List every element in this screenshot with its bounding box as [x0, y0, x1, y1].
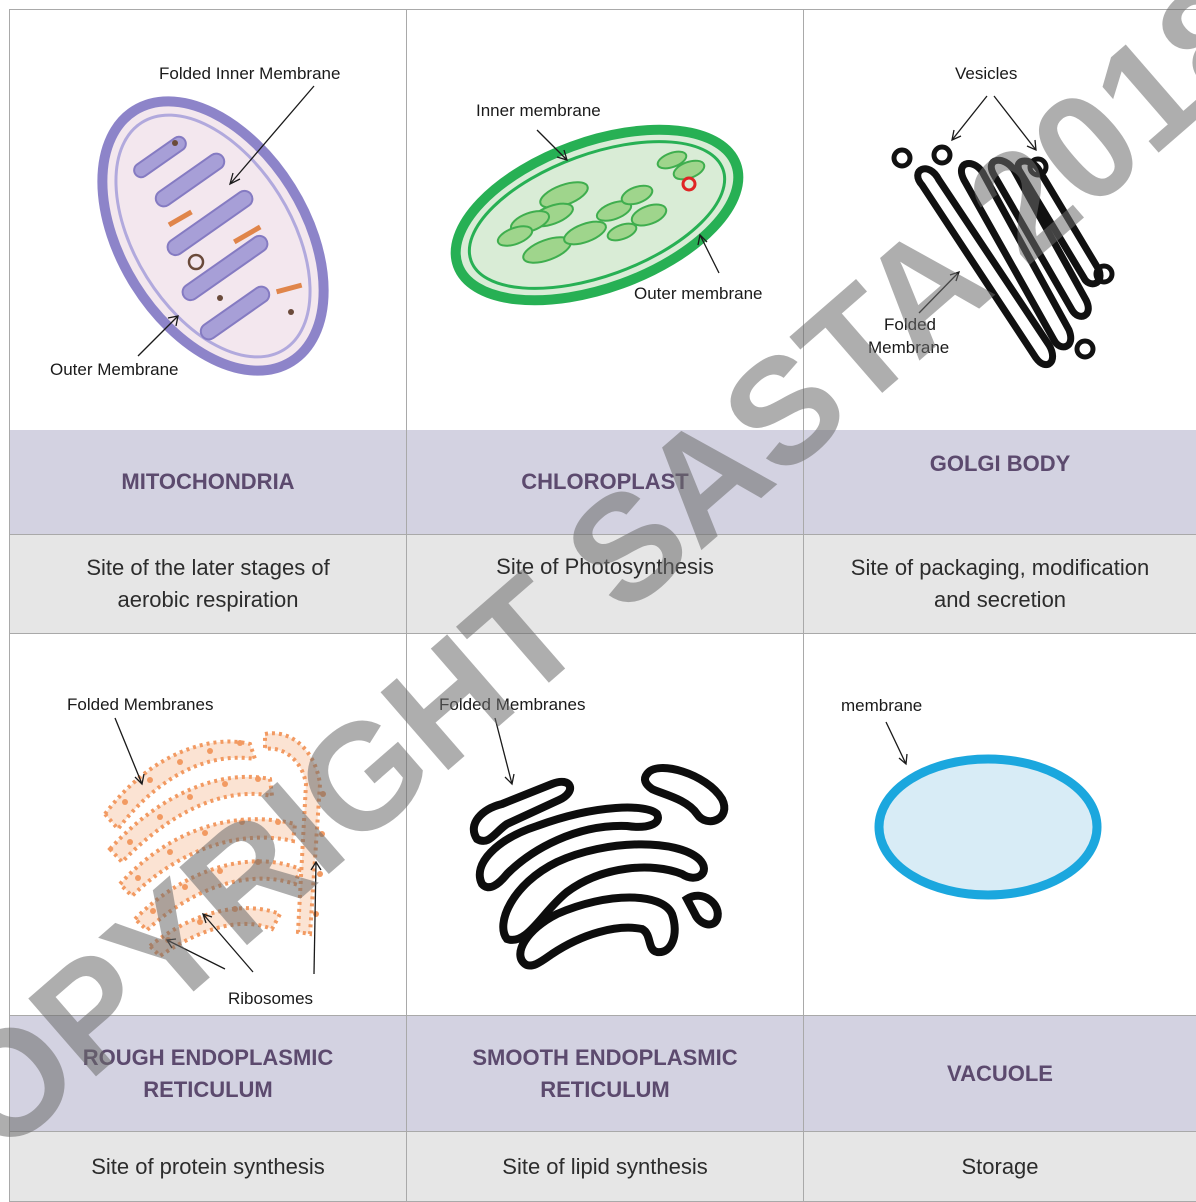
organelle-name-mitochondria: MITOCHONDRIA: [101, 466, 314, 498]
organelle-name-smooth-er-line-2: RETICULUM: [472, 1074, 737, 1106]
label-folded: Folded: [884, 315, 936, 334]
name-cell-golgi: GOLGI BODY: [804, 430, 1196, 535]
organelle-name-golgi: GOLGI BODY: [910, 448, 1091, 480]
illustration-row-2: Folded Membranes Ribosomes Folded Membra…: [9, 634, 1196, 1016]
function-golgi-line-2: and secretion: [851, 584, 1149, 616]
vacuole-diagram: membrane: [804, 634, 1196, 1016]
function-rough-er: Site of protein synthesis: [71, 1151, 345, 1183]
golgi-diagram: Vesicles Folded Membrane: [804, 10, 1196, 431]
organelle-name-smooth-er: SMOOTH ENDOPLASMIC RETICULUM: [452, 1042, 757, 1106]
function-vacuole: Storage: [941, 1151, 1058, 1183]
organelle-name-smooth-er-line-1: SMOOTH ENDOPLASMIC: [472, 1042, 737, 1074]
function-mitochondria: Site of the later stages of aerobic resp…: [66, 552, 349, 616]
mitochondria-outer-membrane: [57, 62, 370, 411]
function-cell-golgi: Site of packaging, modification and secr…: [804, 535, 1196, 634]
name-cell-vacuole: VACUOLE: [804, 1016, 1196, 1132]
smooth-er-diagram: Folded Membranes: [407, 634, 804, 1016]
illustration-row-1: Folded Inner Membrane Outer Membrane: [9, 9, 1196, 431]
function-cell-chloroplast: Site of Photosynthesis: [407, 535, 804, 634]
name-cell-smooth-er: SMOOTH ENDOPLASMIC RETICULUM: [407, 1016, 804, 1132]
name-cell-chloroplast: CHLOROPLAST: [407, 430, 804, 535]
label-outer-membrane-chloroplast: Outer membrane: [634, 284, 763, 303]
function-chloroplast-line-1: Site of Photosynthesis: [496, 551, 714, 583]
function-row-2: Site of protein synthesis Site of lipid …: [9, 1132, 1196, 1202]
golgi-illustration-cell: Vesicles Folded Membrane: [804, 10, 1196, 431]
function-chloroplast: Site of Photosynthesis: [476, 551, 734, 583]
function-golgi: Site of packaging, modification and secr…: [831, 552, 1169, 616]
organelle-name-rough-er-line-2: RETICULUM: [83, 1074, 334, 1106]
vacuole-illustration-cell: membrane: [804, 634, 1196, 1016]
function-cell-smooth-er: Site of lipid synthesis: [407, 1132, 804, 1202]
smooth-er-membranes: [474, 768, 725, 966]
mitochondria-illustration-cell: Folded Inner Membrane Outer Membrane: [9, 10, 407, 431]
rough-er-diagram: Folded Membranes Ribosomes: [10, 634, 407, 1016]
label-vesicles: Vesicles: [955, 64, 1017, 83]
function-cell-mitochondria: Site of the later stages of aerobic resp…: [9, 535, 407, 634]
function-cell-rough-er: Site of protein synthesis: [9, 1132, 407, 1202]
function-mitochondria-line-1: Site of the later stages of: [86, 552, 329, 584]
label-outer-membrane: Outer Membrane: [50, 360, 179, 379]
mitochondria-diagram: Folded Inner Membrane Outer Membrane: [10, 10, 407, 431]
label-folded-membranes-rough: Folded Membranes: [67, 695, 213, 714]
function-mitochondria-line-2: aerobic respiration: [86, 584, 329, 616]
label-folded-membranes-smooth: Folded Membranes: [439, 695, 585, 714]
label-folded-inner-membrane: Folded Inner Membrane: [159, 64, 340, 83]
vacuole-membrane: [879, 759, 1097, 895]
function-golgi-line-1: Site of packaging, modification: [851, 552, 1149, 584]
organelle-table: Folded Inner Membrane Outer Membrane: [9, 9, 1196, 1202]
organelle-name-vacuole: VACUOLE: [927, 1058, 1073, 1090]
function-cell-vacuole: Storage: [804, 1132, 1196, 1202]
organelle-name-chloroplast: CHLOROPLAST: [501, 466, 708, 498]
organelle-name-rough-er-line-1: ROUGH ENDOPLASMIC: [83, 1042, 334, 1074]
label-ribosomes: Ribosomes: [228, 989, 313, 1008]
smooth-er-illustration-cell: Folded Membranes: [407, 634, 804, 1016]
organelle-name-rough-er: ROUGH ENDOPLASMIC RETICULUM: [63, 1042, 354, 1106]
function-smooth-er: Site of lipid synthesis: [482, 1151, 727, 1183]
name-cell-rough-er: ROUGH ENDOPLASMIC RETICULUM: [9, 1016, 407, 1132]
rough-er-membranes: [105, 733, 320, 956]
chloroplast-illustration-cell: Inner membrane Outer membrane: [407, 10, 804, 431]
chloroplast-diagram: Inner membrane Outer membrane: [407, 10, 804, 431]
golgi-cisternae: [918, 160, 1100, 364]
function-row-1: Site of the later stages of aerobic resp…: [9, 535, 1196, 634]
name-row-1: MITOCHONDRIA CHLOROPLAST GOLGI BODY: [9, 430, 1196, 535]
label-membrane: Membrane: [868, 338, 949, 357]
label-vacuole-membrane: membrane: [841, 696, 922, 715]
name-row-2: ROUGH ENDOPLASMIC RETICULUM SMOOTH ENDOP…: [9, 1016, 1196, 1132]
rough-er-illustration-cell: Folded Membranes Ribosomes: [9, 634, 407, 1016]
label-inner-membrane: Inner membrane: [476, 101, 601, 120]
name-cell-mitochondria: MITOCHONDRIA: [9, 430, 407, 535]
